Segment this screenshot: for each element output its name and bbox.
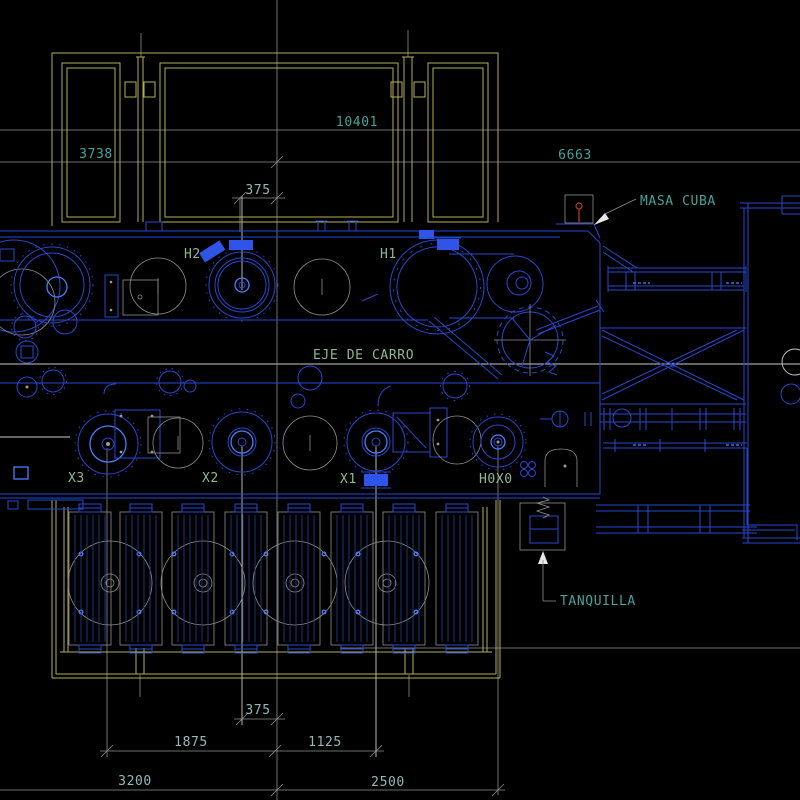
label-x1: X1 (340, 472, 357, 487)
dim-overall-width: 10401 (336, 115, 378, 130)
bushing-h1 (389, 230, 544, 335)
label-x2: X2 (202, 471, 219, 486)
dome-cover (544, 448, 578, 487)
dim-offset-bottom: 375 (245, 703, 270, 718)
tanquilla-detail (519, 496, 566, 602)
tanquilla-leader (542, 560, 556, 602)
arrowhead-icon (594, 213, 609, 225)
bushing-x3 (74, 409, 181, 478)
masa-cuba-detail (564, 194, 637, 225)
label-eje-de-carro: EJE DE CARRO (313, 348, 414, 363)
small-gear-circles (11, 313, 470, 409)
bottom-radiator-bank (7, 499, 501, 679)
radiator-modules (68, 503, 479, 654)
dim-right-section: 6663 (558, 148, 592, 163)
spring-icon (535, 496, 551, 519)
tank-internals (0, 230, 605, 489)
dimension-ticks (100, 155, 505, 797)
dim-base-right: 2500 (371, 775, 405, 790)
label-h1: H1 (380, 247, 397, 262)
cooling-fans (67, 540, 430, 626)
undercarriage-truss (596, 195, 800, 544)
dim-x3-to-centerline: 1875 (174, 735, 208, 750)
label-tanquilla: TANQUILLA (560, 594, 636, 609)
text-annotations: 10401 3738 6663 375 MASA CUBA H2 H1 EJE … (68, 115, 716, 790)
arrowhead-up-icon (538, 551, 548, 564)
bushing-h0x0 (469, 413, 527, 471)
dim-centerline-to-x1: 1125 (308, 735, 342, 750)
dim-base-left: 3200 (118, 774, 152, 789)
left-flange-cluster (0, 239, 94, 336)
label-h0x0: H0X0 (479, 472, 513, 487)
transformer-tank-outline (0, 220, 601, 499)
dim-offset-top: 375 (245, 183, 270, 198)
label-x3: X3 (68, 471, 85, 486)
dim-left-section: 3738 (79, 147, 113, 162)
hand-wheel (494, 299, 605, 376)
masa-cuba-leader (604, 198, 637, 215)
bottom-radiator-frame (51, 500, 501, 679)
bushing-h2 (199, 240, 279, 322)
diagonal-brace (428, 316, 503, 380)
bushing-x1 (343, 409, 409, 489)
label-h2: H2 (184, 247, 201, 262)
label-masa-cuba: MASA CUBA (640, 194, 716, 209)
bushing-x2 (208, 408, 276, 476)
clover-valve (520, 461, 536, 477)
top-radiator-frame (51, 52, 499, 226)
